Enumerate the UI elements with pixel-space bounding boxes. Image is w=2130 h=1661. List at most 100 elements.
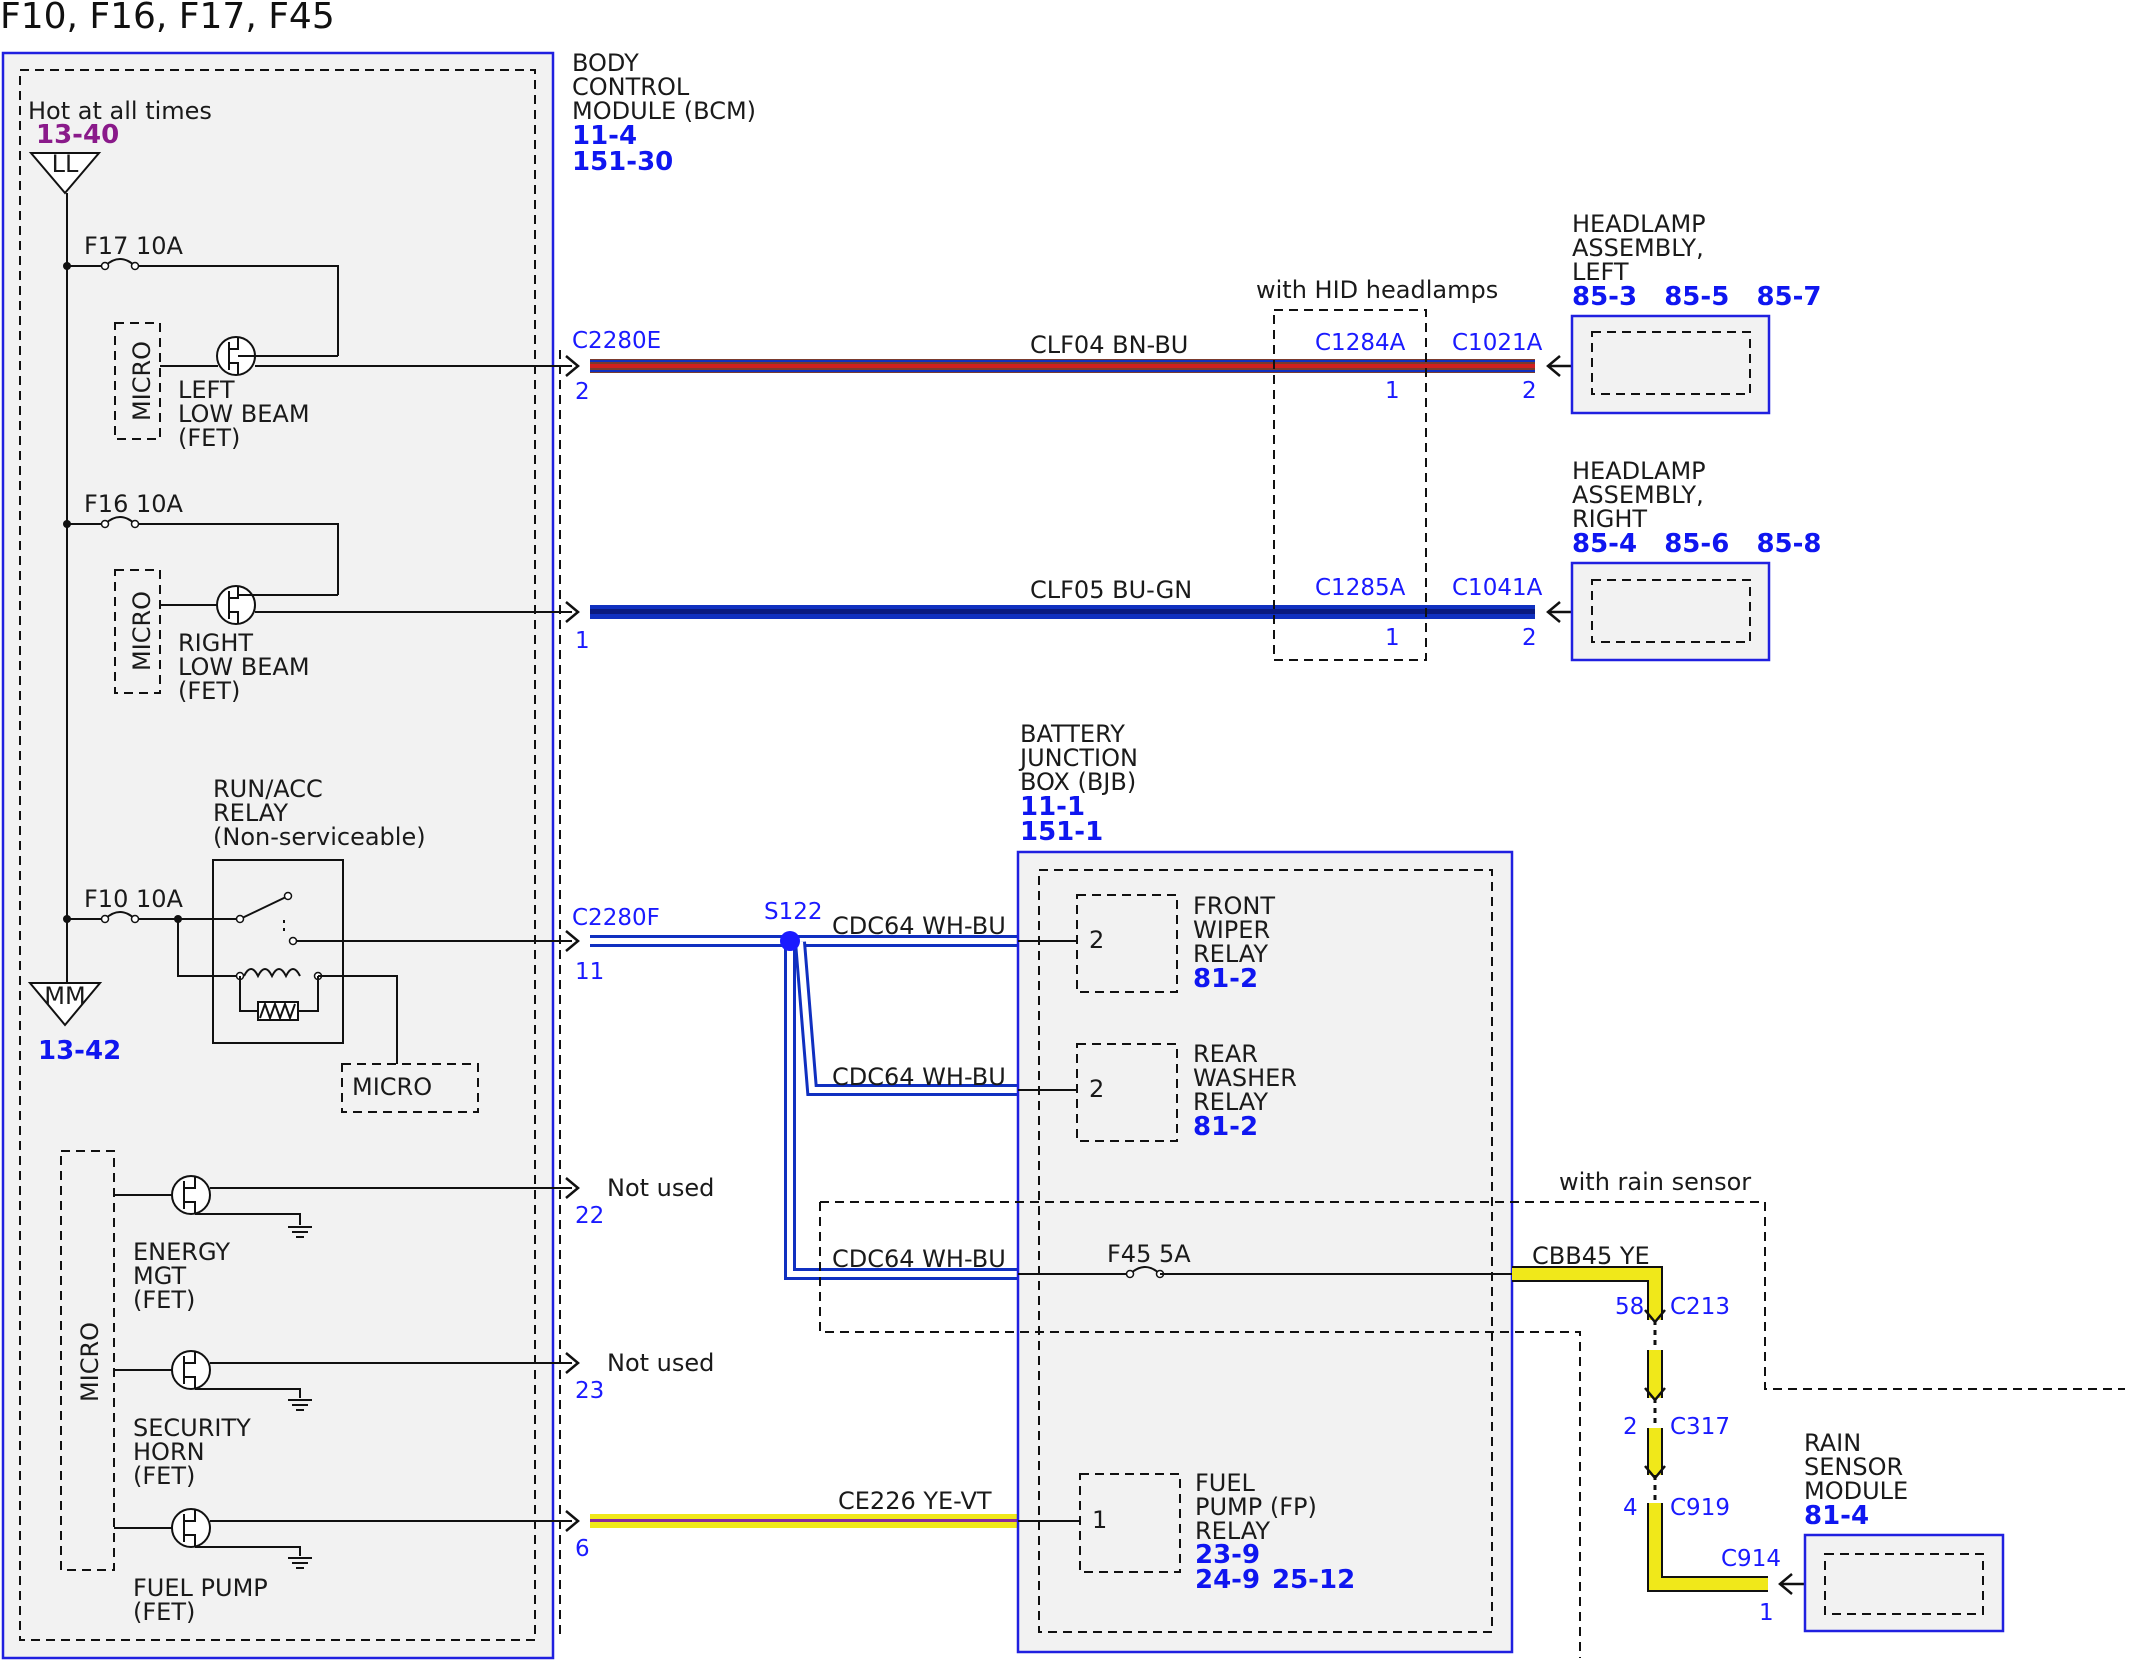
bjb-label: BATTERY JUNCTION BOX (BJB) 11-1 151-1 bbox=[1018, 720, 1138, 847]
wire-cbb45 bbox=[1512, 1266, 1768, 1592]
c919-pin: 4 bbox=[1623, 1495, 1638, 1521]
svg-text:81-2: 81-2 bbox=[1193, 964, 1258, 994]
energy-mgt-label: ENERGY MGT (FET) bbox=[133, 1238, 230, 1314]
svg-text:LOW BEAM: LOW BEAM bbox=[178, 653, 310, 681]
bcm-label: BODY CONTROL MODULE (BCM) 11-4 151-30 bbox=[572, 49, 756, 177]
c914-label: C914 bbox=[1721, 1546, 1781, 1572]
c919-label: C919 bbox=[1670, 1495, 1730, 1521]
rain-sensor-module-box bbox=[1803, 1533, 2005, 1633]
svg-text:BATTERY: BATTERY bbox=[1020, 720, 1125, 748]
relay-internals bbox=[174, 891, 572, 1064]
headlamp-connector-arrows bbox=[1546, 355, 1572, 623]
front-wiper-relay-pin: 2 bbox=[1089, 926, 1104, 954]
fet-right-low-beam bbox=[216, 585, 256, 625]
rain-sensor-module-inner bbox=[1824, 1553, 1984, 1615]
svg-text:HORN: HORN bbox=[133, 1438, 205, 1466]
micro-label-lower: MICRO bbox=[76, 1322, 104, 1402]
fuse-f45: F45 5A bbox=[1018, 1240, 1512, 1279]
svg-text:BOX (BJB): BOX (BJB) bbox=[1020, 768, 1136, 796]
wire-clf04 bbox=[590, 359, 1535, 373]
micro-box-relay bbox=[341, 1063, 479, 1113]
not-used-23: Not used bbox=[607, 1349, 714, 1377]
fuse-f17: F17 10A bbox=[63, 232, 339, 356]
headlamp-left-label: HEADLAMP ASSEMBLY, LEFT 85-3 85-5 85-7 bbox=[1572, 210, 1822, 312]
svg-text:RIGHT: RIGHT bbox=[178, 629, 253, 657]
c2280e-label: C2280E bbox=[572, 328, 661, 354]
fuse-f10: F10 10A bbox=[63, 885, 240, 924]
svg-text:MGT: MGT bbox=[133, 1262, 186, 1290]
rain-sensor-module-label: RAIN SENSOR MODULE 81-4 bbox=[1804, 1429, 1908, 1531]
svg-text:(FET): (FET) bbox=[133, 1286, 195, 1314]
ll-label: LL bbox=[52, 150, 79, 178]
bcm-box bbox=[1, 51, 555, 1660]
svg-text:ASSEMBLY,: ASSEMBLY, bbox=[1572, 234, 1704, 262]
run-acc-relay-label: RUN/ACC RELAY (Non-serviceable) bbox=[213, 775, 426, 851]
headlamp-right-inner bbox=[1591, 579, 1751, 643]
svg-text:LOW BEAM: LOW BEAM bbox=[178, 400, 310, 428]
mm-label: MM bbox=[44, 982, 85, 1010]
svg-text:81-2: 81-2 bbox=[1193, 1112, 1258, 1142]
f45-label: F45 5A bbox=[1107, 1240, 1191, 1268]
headlamp-right-box bbox=[1570, 561, 1771, 662]
svg-text:ASSEMBLY,: ASSEMBLY, bbox=[1572, 481, 1704, 509]
cbb45-connector-arrows bbox=[1644, 1309, 1666, 1480]
svg-text:25-12: 25-12 bbox=[1272, 1565, 1355, 1595]
svg-text:(FET): (FET) bbox=[133, 1598, 195, 1626]
f16-label: F16 10A bbox=[84, 490, 184, 518]
rear-washer-relay-label: REAR WASHER RELAY 81-2 bbox=[1193, 1040, 1297, 1142]
fuse-f16: F16 10A bbox=[63, 490, 339, 595]
svg-text:WASHER: WASHER bbox=[1193, 1064, 1297, 1092]
wire-cdc64-label-2: CDC64 WH-BU bbox=[832, 1063, 1006, 1091]
svg-text:FRONT: FRONT bbox=[1193, 892, 1275, 920]
front-wiper-relay-box bbox=[1076, 894, 1178, 993]
headlamp-left-inner bbox=[1591, 331, 1751, 395]
c2280f-pin-11: 11 bbox=[575, 959, 604, 985]
svg-text:RUN/ACC: RUN/ACC bbox=[213, 775, 323, 803]
c1285a-pin: 1 bbox=[1385, 625, 1400, 651]
wire-ce226 bbox=[590, 1514, 1018, 1528]
micro-box-left bbox=[114, 322, 161, 440]
svg-text:RELAY: RELAY bbox=[1193, 940, 1268, 968]
svg-text:LEFT: LEFT bbox=[178, 376, 235, 404]
c213-label: C213 bbox=[1670, 1294, 1730, 1320]
svg-text:LEFT: LEFT bbox=[1572, 258, 1629, 286]
security-horn-label: SECURITY HORN (FET) bbox=[133, 1414, 251, 1490]
bjb-box bbox=[1016, 850, 1514, 1654]
c1021a-label: C1021A bbox=[1452, 330, 1543, 356]
wire-clf05 bbox=[590, 605, 1535, 619]
f17-label: F17 10A bbox=[84, 232, 184, 260]
svg-text:FUEL PUMP: FUEL PUMP bbox=[133, 1574, 268, 1602]
bcm-ref-1: 11-4 bbox=[572, 121, 637, 151]
rear-washer-relay-pin: 2 bbox=[1089, 1075, 1104, 1103]
rain-sensor-connector-arrow bbox=[1778, 1573, 1805, 1595]
svg-text:(FET): (FET) bbox=[178, 424, 240, 452]
bcm-connector-arrows bbox=[565, 355, 580, 1532]
svg-text:RELAY: RELAY bbox=[1195, 1517, 1270, 1545]
svg-text:MODULE (BCM): MODULE (BCM) bbox=[572, 97, 756, 125]
fet-fuel-pump bbox=[114, 1508, 572, 1569]
wire-cdc64-label-3: CDC64 WH-BU bbox=[832, 1245, 1006, 1273]
c2280f-pin-22: 22 bbox=[575, 1203, 604, 1229]
wire-clf04-label: CLF04 BN-BU bbox=[1030, 331, 1188, 359]
svg-text:MODULE: MODULE bbox=[1804, 1477, 1908, 1505]
rear-washer-relay-box bbox=[1076, 1043, 1178, 1142]
headlamp-right-label: HEADLAMP ASSEMBLY, RIGHT 85-4 85-6 85-8 bbox=[1572, 457, 1822, 559]
hot-at-all-times-label: Hot at all times bbox=[28, 97, 212, 125]
micro-label-relay: MICRO bbox=[352, 1073, 432, 1101]
svg-text:RIGHT: RIGHT bbox=[1572, 505, 1647, 533]
c317-pin: 2 bbox=[1623, 1414, 1638, 1440]
svg-text:SECURITY: SECURITY bbox=[133, 1414, 251, 1442]
f10-label: F10 10A bbox=[84, 885, 184, 913]
headlamp-right-refs: 85-4 85-6 85-8 bbox=[1572, 529, 1822, 559]
svg-text:WIPER: WIPER bbox=[1193, 916, 1270, 944]
svg-text:HEADLAMP: HEADLAMP bbox=[1572, 210, 1706, 238]
c1021a-pin: 2 bbox=[1522, 378, 1537, 404]
headlamp-left-refs: 85-3 85-5 85-7 bbox=[1572, 282, 1822, 312]
rain-sensor-region-left bbox=[819, 1202, 1581, 1658]
fuel-pump-relay-pin: 1 bbox=[1092, 1506, 1107, 1534]
right-low-beam-label: RIGHT LOW BEAM (FET) bbox=[178, 629, 310, 705]
wire-clf05-label: CLF05 BU-GN bbox=[1030, 576, 1192, 604]
svg-text:FUEL: FUEL bbox=[1195, 1469, 1256, 1497]
svg-text:SENSOR: SENSOR bbox=[1804, 1453, 1903, 1481]
